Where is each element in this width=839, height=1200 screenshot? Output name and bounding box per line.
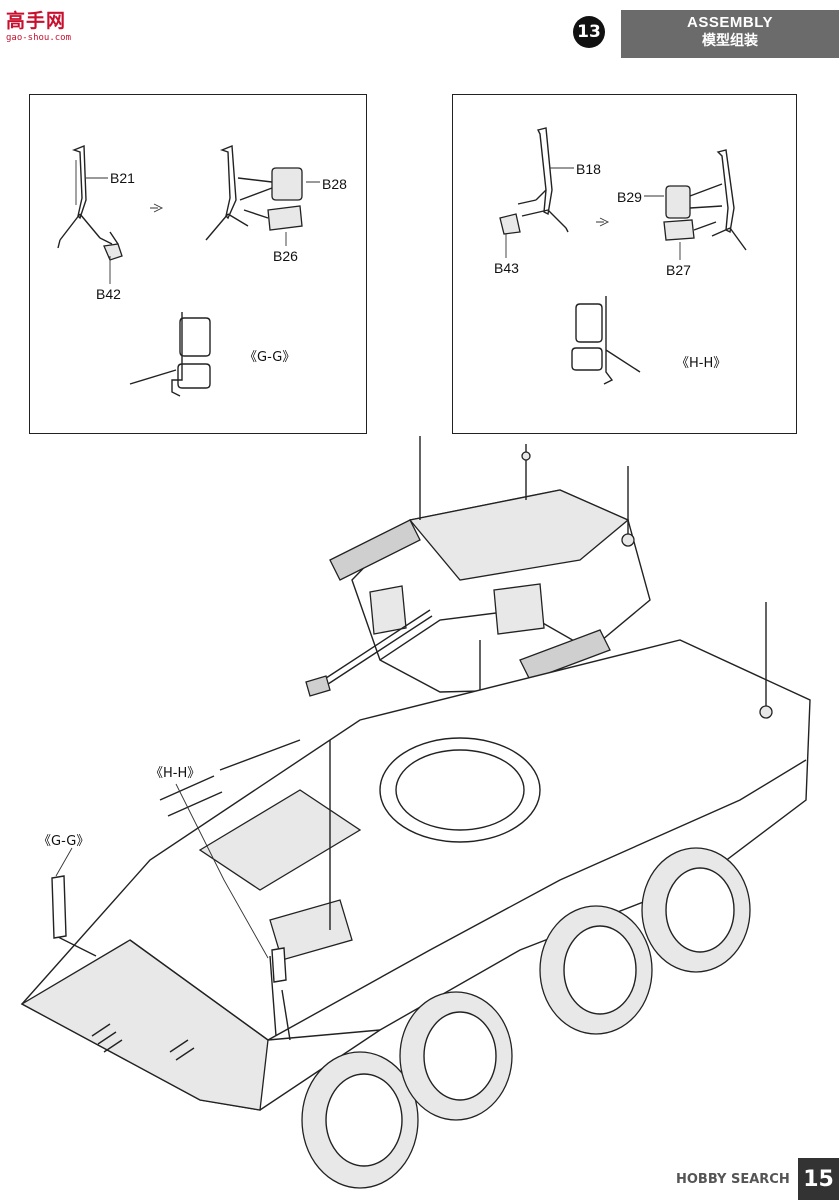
- part-label-b42: B42: [96, 286, 121, 302]
- turret-assembly: [305, 436, 651, 697]
- right-mirror-arm-step2: [644, 149, 747, 260]
- callout-hh: 《H-H》: [150, 766, 201, 781]
- site-logo-url: gao-shou.com: [6, 33, 72, 43]
- footer-brand: HOBBY SEARCH: [676, 1172, 790, 1187]
- site-logo: 高手网 gao-shou.com: [6, 6, 71, 43]
- page-number: 15: [798, 1158, 839, 1200]
- assembly-subtitle: 模型组装: [702, 33, 758, 49]
- part-label-b27: B27: [666, 262, 691, 278]
- left-mirror-arm-step2: [205, 144, 320, 246]
- part-label-b18: B18: [576, 161, 601, 177]
- part-label-b29: B29: [617, 189, 642, 205]
- site-logo-name: 高手网: [6, 10, 67, 32]
- right-mirror-arm-step1: [499, 127, 574, 258]
- vehicle-wheels: [301, 847, 751, 1189]
- step-number-badge: 13: [573, 16, 605, 48]
- left-leader-lines: [86, 177, 111, 284]
- assembly-title: ASSEMBLY: [687, 14, 773, 31]
- part-label-b43: B43: [494, 260, 519, 276]
- left-arrow-step: [150, 203, 164, 213]
- view-label-gg: 《G-G》: [244, 350, 296, 365]
- part-label-b26: B26: [273, 248, 298, 264]
- callout-gg: 《G-G》: [38, 834, 90, 849]
- detail-panel-right: [452, 94, 797, 434]
- assembly-header: ASSEMBLY 模型组装: [621, 10, 839, 58]
- vehicle-hull: [20, 602, 811, 1111]
- right-arrow-step: [596, 217, 610, 227]
- part-label-b21: B21: [110, 170, 135, 186]
- right-hh-view: [571, 296, 641, 385]
- callout-leader-lines: [55, 783, 269, 959]
- view-label-hh: 《H-H》: [676, 356, 727, 371]
- left-gg-view: [129, 312, 211, 397]
- part-label-b28: B28: [322, 176, 347, 192]
- left-mirror-arm-step1: [57, 144, 123, 261]
